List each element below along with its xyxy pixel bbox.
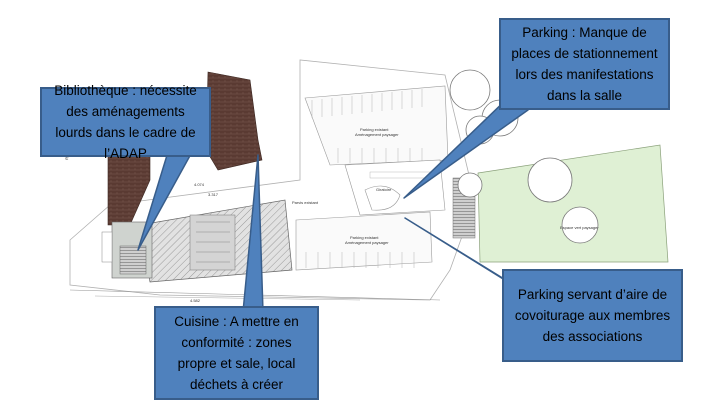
green-space xyxy=(477,144,669,263)
lower-parking-sublabel: Aménagement paysager xyxy=(345,240,389,245)
callout-parking-covoiturage: Parking servant d’aire de covoiturage au… xyxy=(502,269,683,362)
callout-cuisine-text: Cuisine : A mettre en conformité : zones… xyxy=(174,314,299,392)
green-space-label: Espace vert paysager xyxy=(560,225,599,230)
hall-inner-block xyxy=(189,214,236,271)
brick-building-middle xyxy=(205,71,263,171)
dimension-1: 4.074 xyxy=(194,182,205,187)
callout-parking-places-text: Parking : Manque de places de stationnem… xyxy=(511,25,658,103)
callout-parking-covoiturage-text: Parking servant d’aire de covoiturage au… xyxy=(514,287,671,344)
dimension-3: 4.582 xyxy=(190,298,201,303)
upper-parking xyxy=(304,85,449,166)
forecourt-label: Parvis existant xyxy=(292,200,319,205)
access-road xyxy=(344,159,446,216)
callout-cuisine: Cuisine : A mettre en conformité : zones… xyxy=(154,306,319,400)
callout-bibliotheque-text: Bibliothèque : nécessite des aménagement… xyxy=(54,83,197,161)
dimension-2: 3.317 xyxy=(208,192,219,197)
lower-parking-label: Parking existant xyxy=(350,235,379,240)
roundabout-label: Giratoire xyxy=(376,187,392,192)
upper-parking-sublabel: Aménagement paysager xyxy=(355,132,399,137)
upper-parking-label: Parking existant xyxy=(360,127,389,132)
callout-parking-places: Parking : Manque de places de stationnem… xyxy=(499,18,670,110)
callout-bibliotheque: Bibliothèque : nécessite des aménagement… xyxy=(40,83,211,161)
